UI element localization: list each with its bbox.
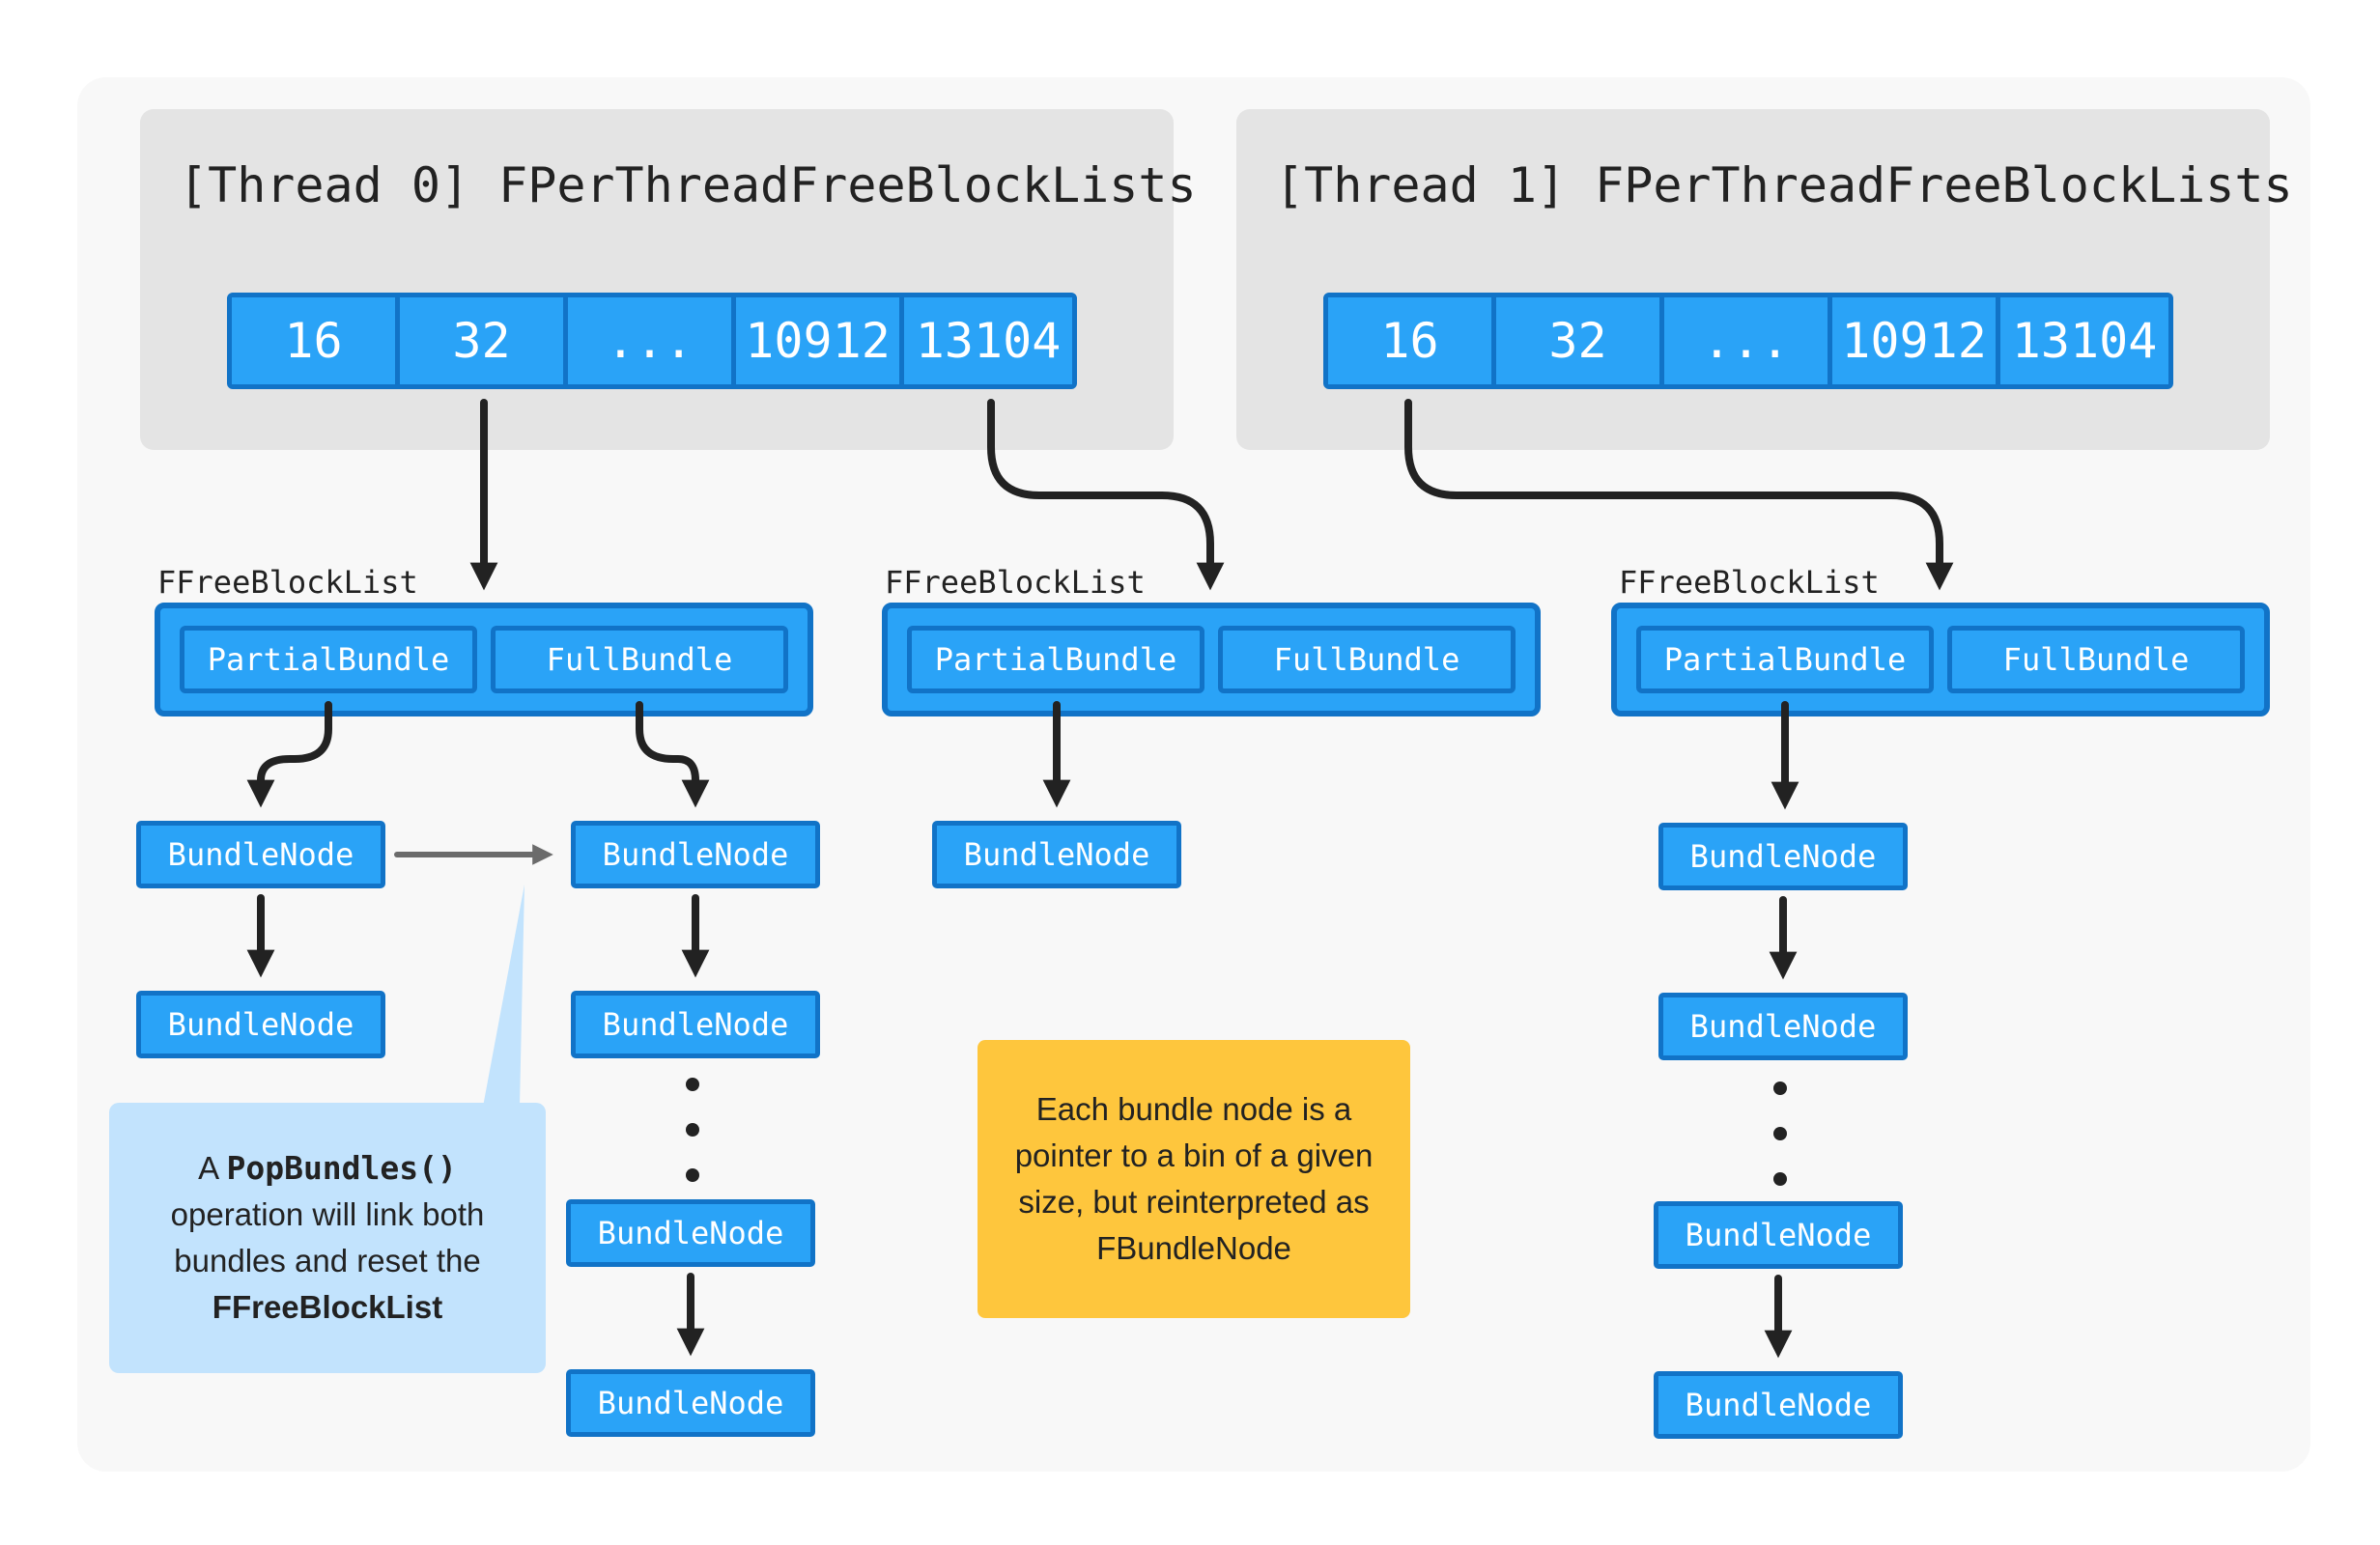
arrow-partial-1 [246, 701, 332, 808]
partial-bundle-3: PartialBundle [1636, 626, 1934, 693]
ellipsis-dot [1773, 1082, 1787, 1095]
partial-bundle-2: PartialBundle [907, 626, 1204, 693]
ellipsis-dot [686, 1078, 699, 1091]
ellipsis-dot [686, 1123, 699, 1137]
free-block-list-1-label: FFreeBlockList [157, 564, 418, 601]
slot: 10912 [1832, 297, 2001, 384]
slot: ... [568, 297, 737, 384]
pop-bundles-note-text: A PopBundles() operation will link both … [148, 1145, 507, 1331]
callout-pointer [483, 885, 524, 1107]
bundle-node: BundleNode [136, 821, 385, 888]
ellipsis-dot [686, 1168, 699, 1182]
bundle-node-note-text: Each bundle node is a pointer to a bin o… [1014, 1091, 1374, 1266]
thread-0-slots: 16 32 ... 10912 13104 [227, 293, 1077, 389]
thread-1-slots: 16 32 ... 10912 13104 [1323, 293, 2173, 389]
slot: 32 [1496, 297, 1665, 384]
slot: 10912 [736, 297, 905, 384]
full-bundle-1: FullBundle [491, 626, 788, 693]
arrow-full-1 [636, 701, 710, 808]
ellipsis-dot [1773, 1172, 1787, 1186]
free-block-list-2-label: FFreeBlockList [885, 564, 1146, 601]
bundle-node: BundleNode [566, 1369, 815, 1437]
thread-1-panel: [Thread 1] FPerThreadFreeBlockLists 16 3… [1236, 109, 2293, 450]
free-block-list-3-label: FFreeBlockList [1619, 564, 1880, 601]
full-bundle-2: FullBundle [1218, 626, 1516, 693]
bundle-node: BundleNode [1658, 823, 1908, 890]
full-bundle-3: FullBundle [1947, 626, 2245, 693]
bundle-node: BundleNode [571, 991, 820, 1058]
ellipsis-dot [1773, 1127, 1787, 1140]
thread-0-panel: [Thread 0] FPerThreadFreeBlockLists 16 3… [140, 109, 1197, 450]
bundle-node: BundleNode [1658, 993, 1908, 1060]
arrow-slot-to-list-2 [987, 399, 1225, 591]
slot: 32 [400, 297, 569, 384]
bundle-node: BundleNode [1654, 1371, 1903, 1439]
thread-0-title: [Thread 0] FPerThreadFreeBlockLists [179, 157, 1197, 213]
bundle-node-note: Each bundle node is a pointer to a bin o… [978, 1040, 1410, 1318]
slot: 16 [1328, 297, 1497, 384]
partial-bundle-1: PartialBundle [180, 626, 477, 693]
pop-bundles-note: A PopBundles() operation will link both … [109, 1103, 546, 1373]
arrow-slot-to-list-3 [1404, 399, 1954, 591]
bundle-node: BundleNode [136, 991, 385, 1058]
bundle-node: BundleNode [571, 821, 820, 888]
slot: ... [1664, 297, 1833, 384]
slot: 13104 [904, 297, 1073, 384]
bundle-node: BundleNode [932, 821, 1181, 888]
note-strong: FFreeBlockList [212, 1289, 443, 1325]
slot: 16 [232, 297, 401, 384]
note-middle: operation will link both bundles and res… [170, 1196, 485, 1278]
bundle-node: BundleNode [1654, 1201, 1903, 1269]
bundle-node: BundleNode [566, 1199, 815, 1267]
slot: 13104 [2000, 297, 2169, 384]
note-prefix: A [198, 1150, 227, 1186]
thread-1-title: [Thread 1] FPerThreadFreeBlockLists [1275, 157, 2293, 213]
note-code: PopBundles() [226, 1149, 457, 1187]
